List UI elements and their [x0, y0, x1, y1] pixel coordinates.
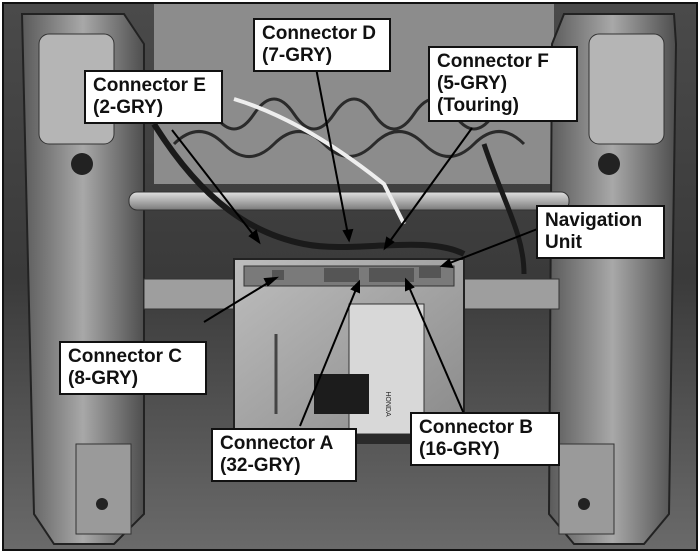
left-rail-foot — [75, 443, 132, 535]
callout-connector-b: Connector B (16-GRY) — [410, 412, 560, 466]
wire-harness — [151, 122, 466, 257]
callout-connector-b-spec: (16-GRY) — [419, 439, 500, 460]
callout-connector-f: Connector F (5-GRY) (Touring) — [428, 46, 578, 122]
callout-connector-c-name: Connector C — [68, 346, 182, 367]
callout-connector-a-spec: (32-GRY) — [220, 455, 301, 476]
callout-connector-d-name: Connector D — [262, 23, 376, 44]
callout-connector-d-spec: (7-GRY) — [262, 45, 333, 66]
right-rail-hole — [598, 153, 620, 175]
right-bracket — [588, 33, 665, 145]
callout-connector-b-name: Connector B — [419, 417, 533, 438]
unit-label-text: HONDA — [384, 391, 391, 417]
callout-connector-e-name: Connector E — [93, 75, 206, 96]
leader-lines — [171, 67, 541, 427]
seat-frame-photo: HONDA — [4, 4, 696, 549]
callout-connector-c-spec: (8-GRY) — [68, 368, 139, 389]
callout-connector-c: Connector C (8-GRY) — [59, 341, 207, 395]
callout-navigation-unit-spec: Unit — [545, 232, 582, 253]
right-rail-foot — [558, 443, 615, 535]
callout-connector-d: Connector D (7-GRY) — [253, 18, 391, 72]
callout-connector-a: Connector A (32-GRY) — [211, 428, 357, 482]
callout-connector-a-name: Connector A — [220, 433, 334, 454]
callout-connector-f-note: (Touring) — [437, 95, 519, 116]
callout-navigation-unit-name: Navigation — [545, 210, 643, 231]
callout-connector-f-spec: (5-GRY) — [437, 73, 508, 94]
callout-navigation-unit: Navigation Unit — [536, 205, 665, 259]
callout-connector-f-name: Connector F — [437, 51, 549, 72]
left-rail-hole — [71, 153, 93, 175]
callout-connector-e-spec: (2-GRY) — [93, 97, 164, 118]
white-wire — [233, 97, 406, 225]
cross-bar — [128, 191, 570, 211]
callout-connector-e: Connector E (2-GRY) — [84, 70, 223, 124]
